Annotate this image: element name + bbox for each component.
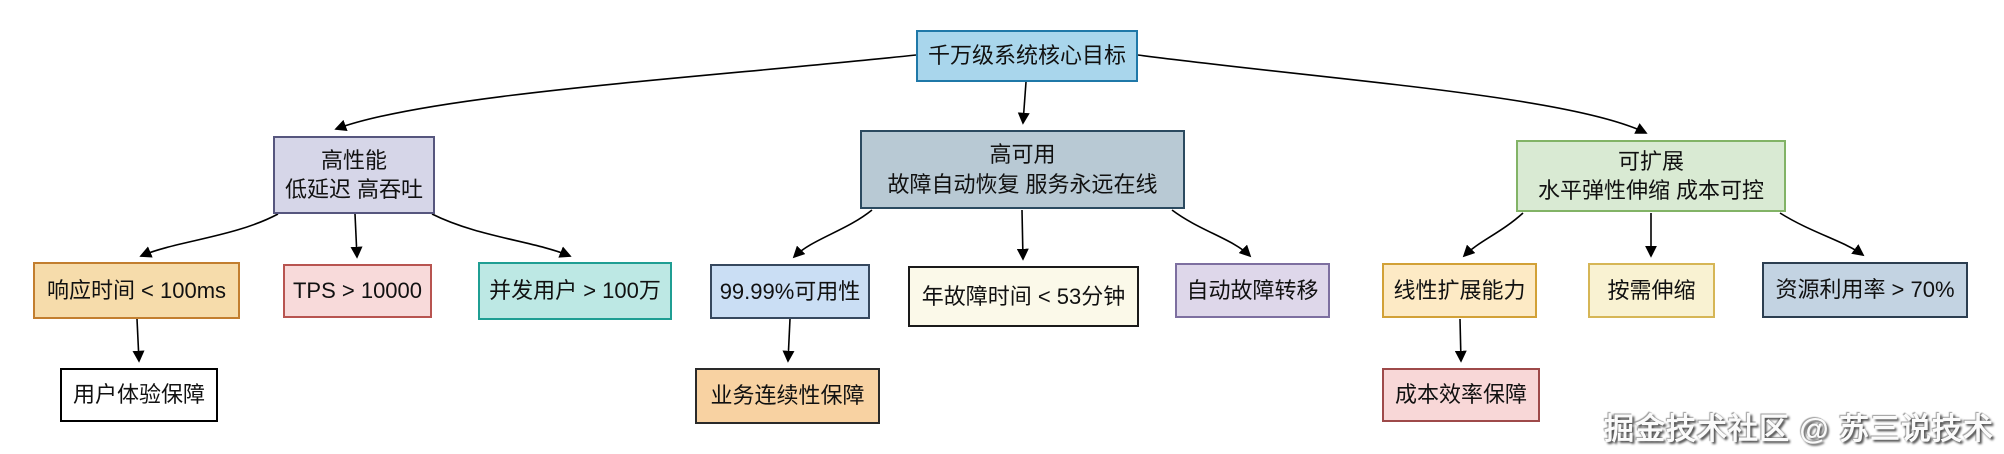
node-cost-efficiency: 成本效率保障 bbox=[1382, 368, 1540, 422]
node-tps: TPS > 10000 bbox=[283, 264, 432, 318]
node-availability: 高可用 故障自动恢复 服务永远在线 bbox=[860, 130, 1185, 209]
edge-root-performance bbox=[334, 54, 917, 132]
node-tps-label: TPS > 10000 bbox=[292, 278, 423, 304]
node-on-demand-label: 按需伸缩 bbox=[1607, 277, 1696, 303]
edge-rate-continuity bbox=[782, 318, 795, 363]
node-performance: 高性能 低延迟 高吞吐 bbox=[273, 136, 435, 214]
node-business-continuity: 业务连续性保障 bbox=[695, 368, 880, 424]
node-availability-rate: 99.99%可用性 bbox=[710, 264, 870, 319]
node-scalability-title: 可扩展 bbox=[1617, 148, 1684, 174]
watermark: 掘金技术社区 @ 苏三说技术 bbox=[1604, 413, 1994, 446]
node-utilization-label: 资源利用率 > 70% bbox=[1775, 277, 1955, 303]
edge-avail-rate bbox=[792, 209, 873, 259]
node-utilization: 资源利用率 > 70% bbox=[1762, 262, 1968, 318]
edge-avail-downtime bbox=[1016, 209, 1029, 261]
node-user-experience-label: 用户体验保障 bbox=[72, 382, 205, 408]
edge-perf-concurrent bbox=[431, 213, 572, 258]
node-response-time: 响应时间 < 100ms bbox=[33, 262, 240, 319]
edge-scale-utilization bbox=[1779, 212, 1865, 257]
node-failover-label: 自动故障转移 bbox=[1186, 277, 1319, 303]
edge-avail-failover bbox=[1171, 209, 1252, 258]
node-downtime: 年故障时间 < 53分钟 bbox=[908, 266, 1139, 327]
node-performance-title: 高性能 bbox=[320, 147, 387, 173]
edge-root-availability bbox=[1017, 81, 1030, 125]
node-availability-subtitle: 故障自动恢复 服务永远在线 bbox=[887, 171, 1158, 197]
node-concurrent-users-label: 并发用户 > 100万 bbox=[489, 278, 661, 304]
edge-perf-tps bbox=[350, 213, 363, 259]
node-availability-title: 高可用 bbox=[989, 142, 1056, 168]
edge-root-scalability bbox=[1137, 54, 1648, 134]
node-downtime-label: 年故障时间 < 53分钟 bbox=[921, 283, 1126, 309]
node-linear-scaling-label: 线性扩展能力 bbox=[1393, 277, 1526, 303]
node-user-experience: 用户体验保障 bbox=[60, 368, 218, 422]
node-availability-rate-label: 99.99%可用性 bbox=[719, 278, 861, 304]
node-scalability-subtitle: 水平弹性伸缩 成本可控 bbox=[1537, 178, 1765, 203]
node-on-demand: 按需伸缩 bbox=[1588, 263, 1715, 318]
node-performance-subtitle: 低延迟 高吞吐 bbox=[284, 177, 424, 202]
node-concurrent-users: 并发用户 > 100万 bbox=[478, 262, 672, 320]
node-root-goal-label: 千万级系统核心目标 bbox=[927, 43, 1126, 69]
node-response-time-label: 响应时间 < 100ms bbox=[46, 277, 227, 303]
node-business-continuity-label: 业务连续性保障 bbox=[710, 383, 865, 409]
node-cost-efficiency-label: 成本效率保障 bbox=[1394, 382, 1527, 408]
edge-scale-linear bbox=[1462, 212, 1524, 258]
node-linear-scaling: 线性扩展能力 bbox=[1382, 263, 1537, 318]
node-failover: 自动故障转移 bbox=[1175, 263, 1330, 318]
node-scalability: 可扩展 水平弹性伸缩 成本可控 bbox=[1516, 140, 1786, 212]
edge-perf-response bbox=[139, 213, 279, 258]
node-root-goal: 千万级系统核心目标 bbox=[916, 30, 1138, 82]
edge-response-userexp bbox=[132, 318, 145, 363]
edge-linear-costeff bbox=[1454, 318, 1467, 363]
